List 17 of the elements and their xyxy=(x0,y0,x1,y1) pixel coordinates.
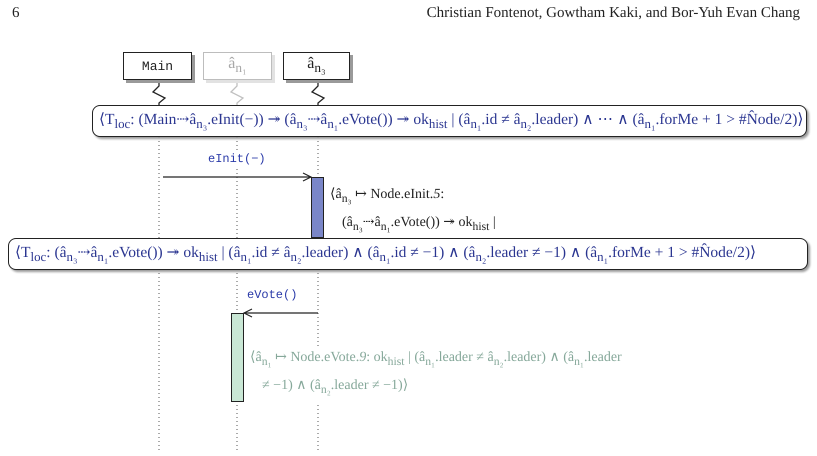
participant-label: â$_{n₁}$ xyxy=(228,55,247,72)
zigzag-line xyxy=(310,80,326,105)
participant-label: â$_{n₃}$ xyxy=(307,55,326,72)
running-head: Christian Fontenot, Gowtham Kaki, and Bor-Yuh Evan Chang xyxy=(426,5,800,22)
formula-box xyxy=(8,238,808,270)
arrow xyxy=(243,308,318,318)
formula-box xyxy=(92,105,807,137)
participant-box xyxy=(123,52,192,80)
participant-label: Main xyxy=(142,59,174,74)
zigzag-line xyxy=(230,80,244,105)
participant-box xyxy=(283,52,350,80)
page-number: 6 xyxy=(12,5,20,22)
activation-bar xyxy=(231,313,244,402)
zigzag-line xyxy=(152,80,166,105)
participant-box xyxy=(203,52,272,80)
arrow xyxy=(163,172,312,182)
activation-bar xyxy=(311,177,324,238)
